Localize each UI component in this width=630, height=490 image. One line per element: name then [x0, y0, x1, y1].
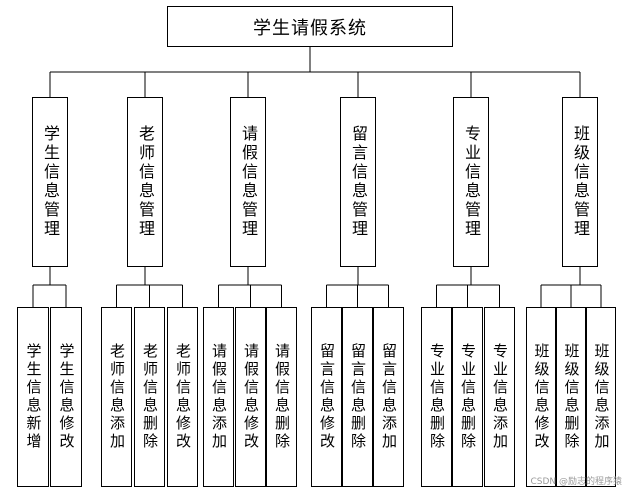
leaf-node: 学生信息修改 [50, 307, 82, 487]
leaf-label: 留言信息修改 [318, 343, 336, 451]
leaf-node: 老师信息删除 [134, 307, 165, 487]
leaf-label: 请假信息删除 [273, 343, 291, 451]
category-label: 留言信息管理 [349, 125, 368, 239]
leaf-label: 请假信息修改 [242, 343, 260, 451]
leaf-node: 班级信息添加 [586, 307, 616, 487]
category-label: 专业信息管理 [462, 125, 481, 239]
leaf-node: 请假信息删除 [266, 307, 297, 487]
root-node: 学生请假系统 [167, 6, 453, 47]
leaf-label: 专业信息删除 [428, 343, 446, 451]
leaf-label: 班级信息修改 [532, 343, 551, 451]
category-node: 班级信息管理 [562, 97, 598, 267]
leaf-label: 专业信息删除 [459, 343, 477, 451]
leaf-label: 老师信息修改 [174, 343, 192, 451]
watermark: CSDN @励志的程序猿 [530, 477, 622, 487]
category-node: 请假信息管理 [230, 97, 266, 267]
leaf-node: 请假信息修改 [235, 307, 266, 487]
leaf-node: 留言信息添加 [373, 307, 404, 487]
leaf-label: 请假信息添加 [210, 343, 228, 451]
leaf-label: 老师信息添加 [108, 343, 126, 451]
category-node: 专业信息管理 [453, 97, 489, 267]
leaf-label: 班级信息删除 [562, 343, 581, 451]
leaf-node: 班级信息修改 [526, 307, 556, 487]
leaf-label: 老师信息删除 [141, 343, 159, 451]
category-node: 学生信息管理 [32, 97, 68, 267]
category-label: 学生信息管理 [41, 125, 60, 239]
leaf-label: 留言信息删除 [349, 343, 367, 451]
leaf-node: 专业信息删除 [421, 307, 452, 487]
leaf-node: 班级信息删除 [556, 307, 586, 487]
category-node: 留言信息管理 [340, 97, 376, 267]
category-label: 老师信息管理 [136, 125, 155, 239]
leaf-label: 学生信息修改 [57, 343, 76, 451]
leaf-label: 学生信息新增 [24, 343, 43, 451]
category-label: 班级信息管理 [571, 125, 590, 239]
leaf-node: 老师信息修改 [167, 307, 198, 487]
leaf-node: 留言信息修改 [311, 307, 342, 487]
leaf-node: 专业信息添加 [484, 307, 515, 487]
leaf-node: 留言信息删除 [342, 307, 373, 487]
leaf-node: 专业信息删除 [452, 307, 483, 487]
category-label: 请假信息管理 [239, 125, 258, 239]
leaf-node: 请假信息添加 [203, 307, 234, 487]
leaf-label: 专业信息添加 [491, 343, 509, 451]
leaf-node: 老师信息添加 [101, 307, 132, 487]
category-node: 老师信息管理 [127, 97, 163, 267]
leaf-node: 学生信息新增 [17, 307, 49, 487]
leaf-label: 班级信息添加 [592, 343, 611, 451]
leaf-label: 留言信息添加 [380, 343, 398, 451]
